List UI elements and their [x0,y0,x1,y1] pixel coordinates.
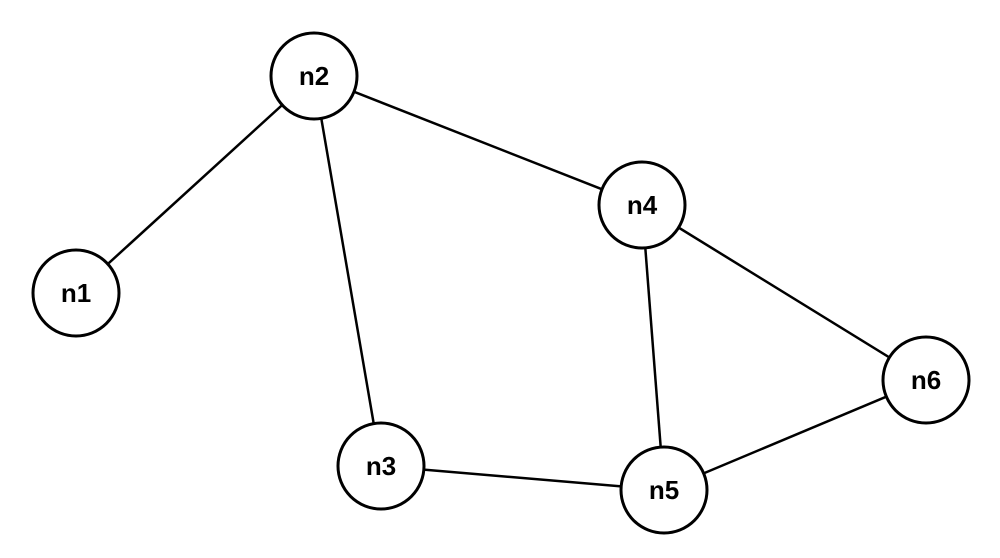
node-n6[interactable]: n6 [881,335,971,425]
node-label-n4: n4 [627,190,658,220]
edge-n1-n2 [75,75,315,294]
node-n4[interactable]: n4 [597,160,687,250]
node-circle-n5[interactable] [619,445,709,535]
node-circle-n1[interactable] [31,248,121,338]
node-label-n2: n2 [299,61,329,91]
edge-n4-n6 [641,203,927,382]
node-label-n5: n5 [649,475,679,505]
node-n5[interactable]: n5 [619,445,709,535]
node-n1[interactable]: n1 [31,248,121,338]
node-circle-n3[interactable] [336,421,426,511]
node-n3[interactable]: n3 [336,421,426,511]
edge-n2-n4 [313,74,643,207]
node-circle-n6[interactable] [881,335,971,425]
node-label-n3: n3 [366,451,396,481]
edge-n2-n3 [312,75,383,467]
node-label-n1: n1 [61,278,91,308]
node-circle-n2[interactable] [269,31,359,121]
edge-n3-n5 [380,464,665,492]
node-circle-n4[interactable] [597,160,687,250]
node-n2[interactable]: n2 [269,31,359,121]
edge-n5-n6 [663,378,927,492]
node-label-n6: n6 [911,365,941,395]
edge-n4-n5 [640,204,666,491]
